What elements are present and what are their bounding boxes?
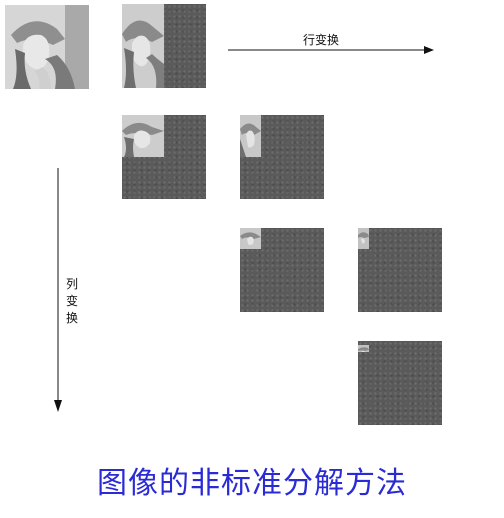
original-image <box>5 5 89 89</box>
column-transform-label: 列变换 <box>65 277 78 325</box>
column-transform-arrow <box>50 168 66 414</box>
level1-row-transform <box>122 4 206 88</box>
approximation-subband <box>122 115 164 157</box>
level2-row-transform <box>240 115 324 199</box>
approximation-subband <box>358 228 369 249</box>
approximation-subband <box>122 4 164 88</box>
approximation-subband <box>240 115 261 157</box>
detail-coefficients <box>358 341 442 425</box>
lena-portrait-icon <box>5 5 89 89</box>
row-transform-arrow <box>228 42 436 58</box>
level3-row-transform <box>358 228 442 312</box>
level3-column-transform <box>358 341 442 425</box>
row-transform-label: 行变换 <box>303 33 340 47</box>
level2-column-transform <box>240 228 324 312</box>
detail-coefficients <box>358 228 442 312</box>
approximation-subband <box>358 341 369 352</box>
figure-caption: 图像的非标准分解方法 <box>97 466 407 501</box>
approximation-subband <box>240 228 261 249</box>
level1-column-transform <box>122 115 206 199</box>
